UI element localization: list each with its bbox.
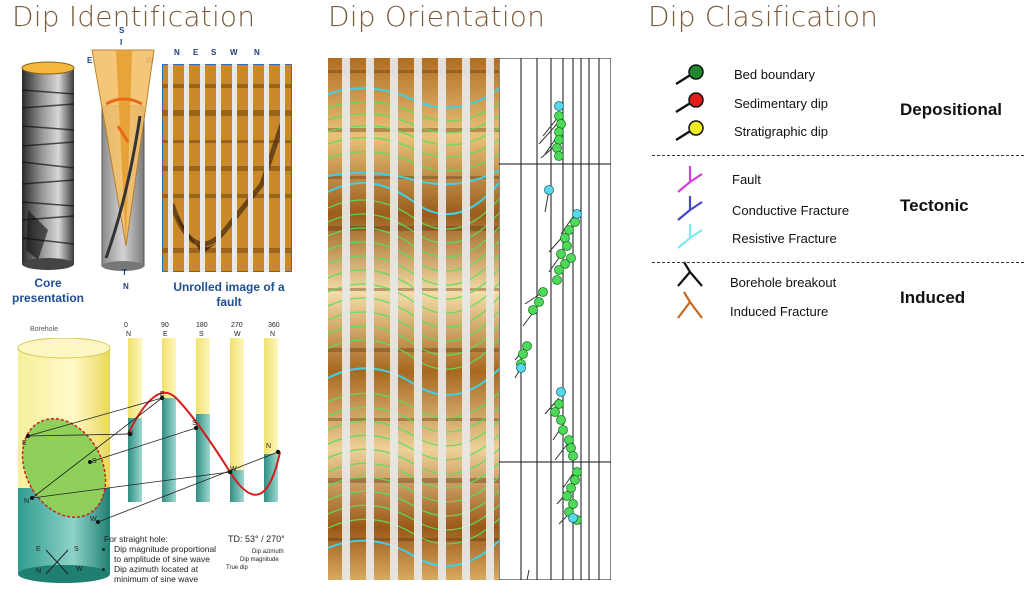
unrolled-caption: Unrolled image of a fault xyxy=(162,280,296,310)
borehole-label: Borehole xyxy=(30,326,58,333)
compass-bottom-n: N xyxy=(123,282,129,291)
group-induced: Induced xyxy=(900,288,965,308)
legend-resistive-fracture: Resistive Fracture xyxy=(732,231,837,246)
legend-symbols xyxy=(668,62,718,332)
curve-point-n1: N xyxy=(128,430,133,437)
rose-w: W xyxy=(76,566,83,573)
rose-n: N xyxy=(36,568,41,575)
strip-header-w: W xyxy=(230,48,238,57)
unrolled-fault-image xyxy=(162,64,292,272)
deg-0: 0 xyxy=(124,322,128,329)
deg-180: 180 xyxy=(196,322,208,329)
legend-borehole-breakout: Borehole breakout xyxy=(730,275,836,290)
sedimentary-dip-symbol xyxy=(689,93,703,107)
ellipse-point-w: W xyxy=(90,516,97,523)
curve-point-w: W xyxy=(230,466,237,473)
note-title: For straight hole: xyxy=(104,534,224,544)
group-depositional: Depositional xyxy=(900,100,1002,120)
dip-classification-title: Dip Clasification xyxy=(648,0,878,33)
deg-90: 90 xyxy=(161,322,169,329)
deg-270: 270 xyxy=(231,322,243,329)
note-item-magnitude: Dip magnitude proportional to amplitude … xyxy=(114,544,224,564)
separator-1 xyxy=(652,155,1024,156)
curve-point-n2: N xyxy=(266,443,271,450)
legend-conductive-fracture: Conductive Fracture xyxy=(732,203,849,218)
strip-header-e: E xyxy=(193,48,198,57)
legend-bed-boundary: Bed boundary xyxy=(734,67,815,82)
separator-2 xyxy=(652,262,1024,263)
compass-bottom-t: T xyxy=(122,268,127,277)
dir-n2: N xyxy=(270,331,275,338)
rose-s: S xyxy=(74,546,79,553)
td-sub-azimuth: Dip azimuth xyxy=(252,549,284,555)
dir-e: E xyxy=(163,331,168,338)
ellipse-point-e: E xyxy=(22,440,27,447)
core-caption: Core presentation xyxy=(10,276,86,306)
legend-induced-fracture: Induced Fracture xyxy=(730,304,828,319)
tadpole-plot xyxy=(499,58,611,580)
legend-fault: Fault xyxy=(732,172,761,187)
bed-boundary-symbol xyxy=(689,65,703,79)
legend-sedimentary-dip: Sedimentary dip xyxy=(734,96,828,111)
borehole-cone-image xyxy=(88,46,160,276)
ellipse-point-s: S xyxy=(92,458,97,465)
strip-header-s: S xyxy=(211,48,216,57)
dir-w: W xyxy=(234,331,241,338)
note-item-azimuth: Dip azimuth located at minimum of sine w… xyxy=(114,564,224,584)
image-log-panel xyxy=(328,58,500,580)
curve-point-s: S xyxy=(192,420,197,427)
dir-n1: N xyxy=(126,331,131,338)
td-sub-true-dip: True dip xyxy=(226,565,248,571)
group-tectonic: Tectonic xyxy=(900,196,969,216)
strip-header-n1: N xyxy=(174,48,180,57)
legend-stratigraphic-dip: Stratigraphic dip xyxy=(734,124,828,139)
dir-s: S xyxy=(199,331,204,338)
core-image xyxy=(18,60,78,272)
dip-identification-title: Dip Identification xyxy=(12,0,255,33)
deg-360: 360 xyxy=(268,322,280,329)
dip-orientation-title: Dip Orientation xyxy=(328,0,545,33)
td-label: TD: 53° / 270° xyxy=(228,534,285,544)
curve-point-e: E xyxy=(160,391,165,398)
stratigraphic-dip-symbol xyxy=(689,121,703,135)
compass-top-s: S xyxy=(119,26,124,35)
strip-header-n2: N xyxy=(254,48,260,57)
td-sub-magnitude: Dip magnitude xyxy=(240,557,279,563)
rose-e: E xyxy=(36,546,41,553)
ellipse-point-n: N xyxy=(24,498,29,505)
straight-hole-note: For straight hole: Dip magnitude proport… xyxy=(104,534,224,584)
